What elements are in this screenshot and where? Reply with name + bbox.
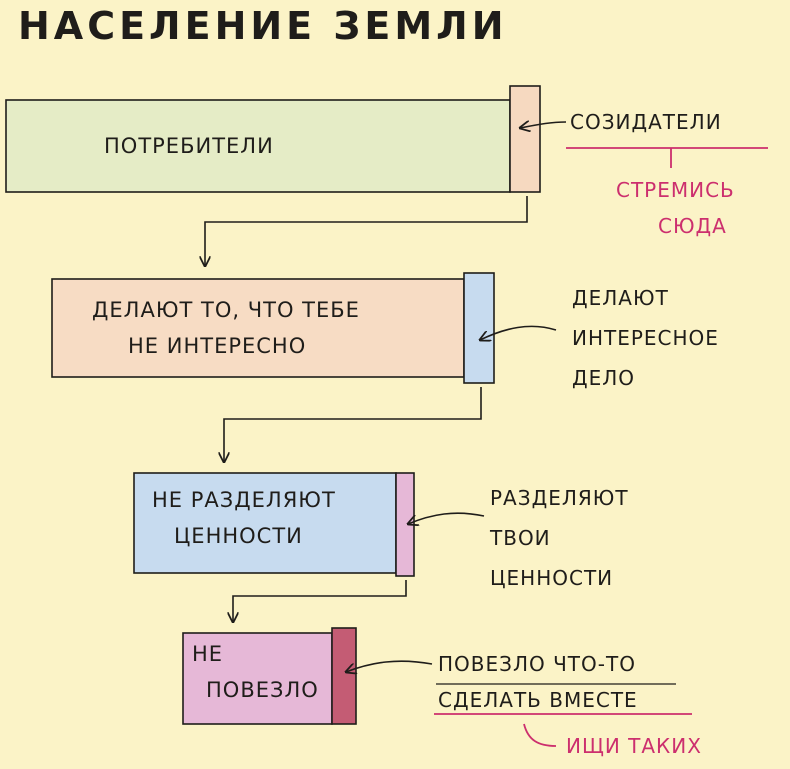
level-4-accent-box	[331, 627, 357, 725]
level-2-side-line-3: дело	[572, 366, 636, 390]
level-3-label: Не разделяют ценности	[152, 482, 336, 554]
note-bottom-bracket	[434, 713, 692, 747]
level-4-label: Не повезло	[192, 636, 319, 708]
level-3-side-label: Разделяют твои ценности	[490, 478, 629, 598]
level-3-label-line-1: Не разделяют	[152, 488, 336, 512]
level-4-side-line-1: Повезло что-то	[438, 652, 636, 676]
level-2-label-line-1: Делают то, что тебе	[92, 298, 360, 322]
level-3-side-line-1: Разделяют	[490, 486, 629, 510]
level-1-main-box	[5, 99, 511, 193]
level-1-side-line-1: Созидатели	[570, 110, 722, 134]
level-4-label-line-1: Не	[192, 642, 224, 666]
level-4-side-label: Повезло что-то сделать вместе	[438, 646, 638, 718]
note-bottom: Ищи таких	[566, 728, 702, 764]
level-3-main-box	[133, 472, 397, 574]
level-3-label-line-2: ценности	[174, 524, 303, 548]
note-top-line-1: Стремись	[616, 178, 735, 202]
level-2-main-box	[51, 278, 465, 378]
note-top: Стремись сюда	[616, 172, 735, 244]
level-4-main-box	[182, 632, 333, 725]
note-top-bracket	[566, 147, 768, 168]
connector-level-3-to-4	[233, 580, 407, 622]
level-2-label-line-2: не интересно	[128, 334, 307, 358]
note-top-line-2: сюда	[658, 214, 727, 238]
level-1-label: Потребители	[104, 128, 274, 164]
level-3-side-line-3: ценности	[490, 566, 614, 590]
connector-level-2-to-3	[224, 387, 482, 462]
level-3-accent-box	[395, 472, 415, 577]
level-4-label-line-2: повезло	[206, 678, 319, 702]
level-1-accent-box	[509, 85, 541, 193]
page-title: Население Земли	[18, 4, 508, 48]
level-2-label: Делают то, что тебе не интересно	[92, 292, 360, 364]
arrow-level-3-side	[408, 512, 485, 524]
arrow-level-2-side	[480, 325, 557, 340]
level-2-side-line-1: Делают	[572, 286, 669, 310]
level-2-side-line-2: интересное	[572, 326, 719, 350]
note-bottom-line-1: Ищи таких	[566, 734, 702, 758]
level-2-side-label: Делают интересное дело	[572, 278, 719, 398]
level-2-accent-box	[463, 272, 495, 384]
arrow-level-4-side	[346, 660, 433, 672]
connector-level-1-to-2	[205, 196, 528, 266]
arrow-level-1-side	[520, 122, 567, 128]
level-3-side-line-2: твои	[490, 526, 551, 550]
level-1-label-line-1: Потребители	[104, 134, 274, 158]
level-4-side-line-2: сделать вместе	[438, 688, 638, 712]
level-1-side-label: Созидатели	[570, 102, 722, 142]
